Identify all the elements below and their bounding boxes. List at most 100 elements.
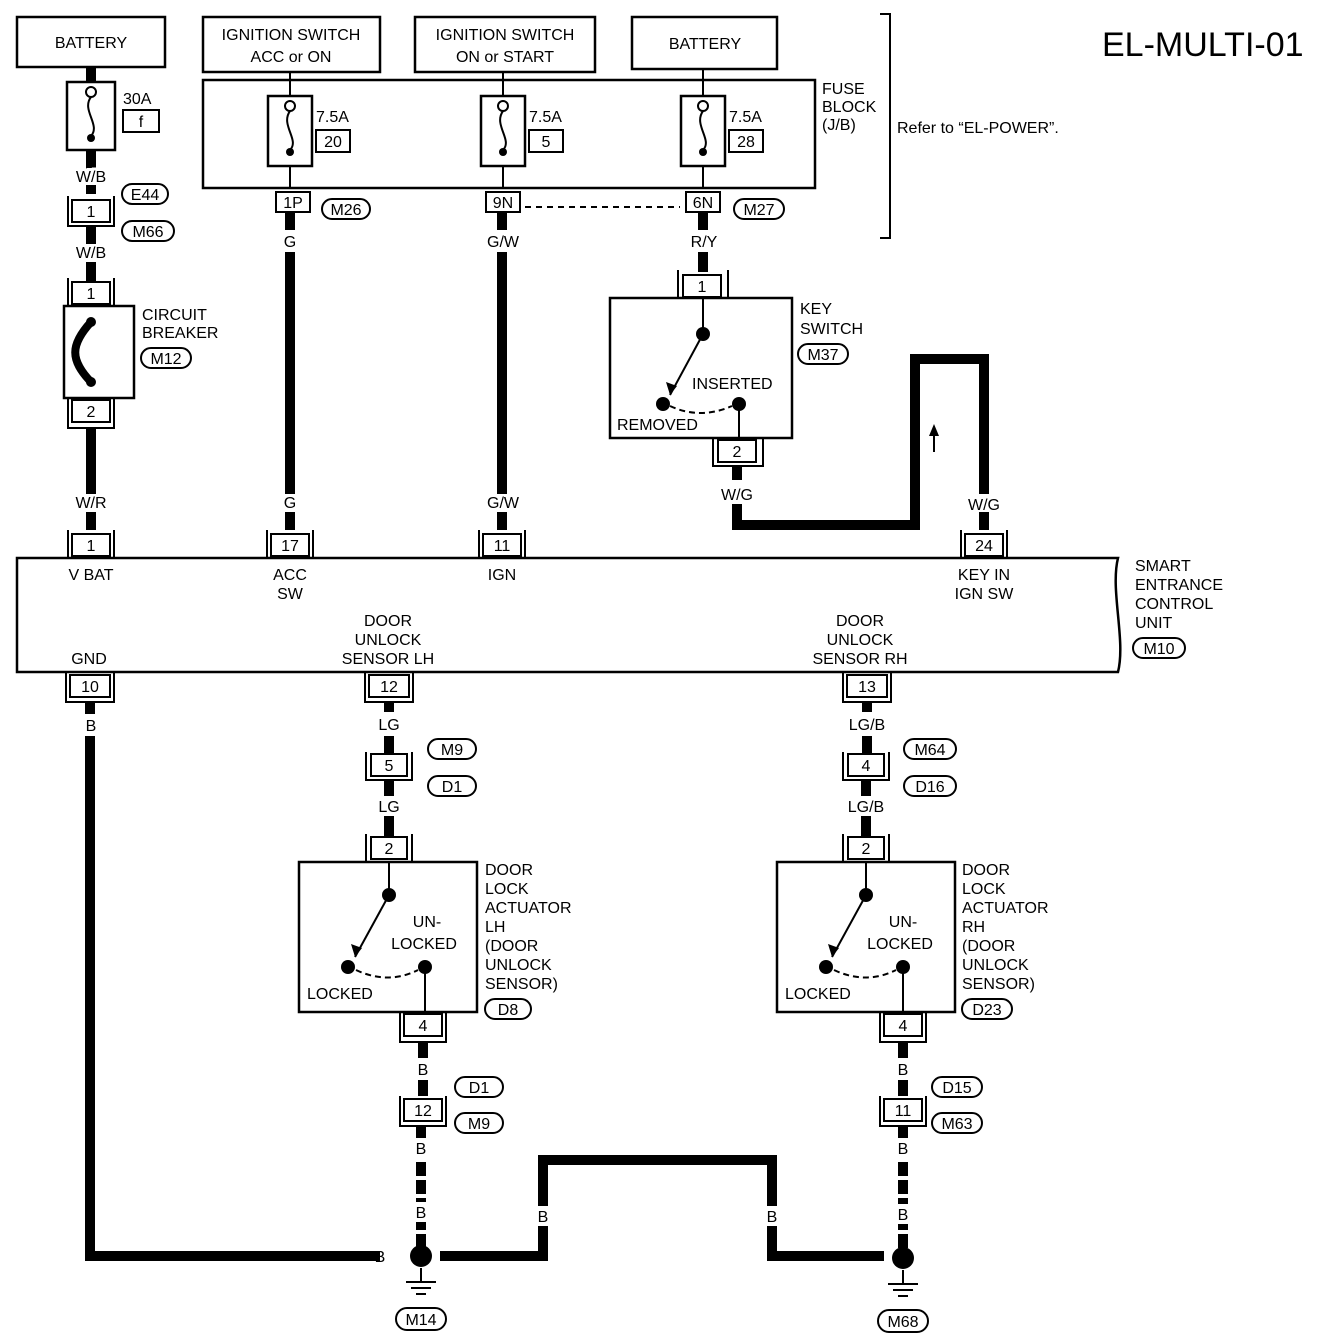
unit-dlh-2: UNLOCK xyxy=(355,632,422,649)
wire-lg-1: LG xyxy=(378,717,399,734)
ignition-on-label-2: ON or START xyxy=(456,49,554,66)
connector-m14 xyxy=(395,1307,447,1331)
fuse-28: 7.5A 28 xyxy=(679,94,764,168)
connector-m68 xyxy=(877,1309,929,1333)
junction-pin-11: 11 xyxy=(895,1103,912,1120)
connector-d1-b xyxy=(454,1076,504,1098)
unit-pin-10: 10 xyxy=(81,679,99,696)
wire-wg-1: W/G xyxy=(721,487,753,504)
battery-right-box xyxy=(630,15,779,71)
wire-b-r3: B xyxy=(898,1207,909,1224)
diagram-title: EL-MULTI-01 xyxy=(1102,26,1304,64)
fuse-block-bracket xyxy=(880,13,891,239)
ground-splice-m14 xyxy=(410,1245,432,1267)
circuit-breaker-label-2: BREAKER xyxy=(142,325,218,342)
connector-d1-label: D1 xyxy=(442,779,463,796)
actuator-rh-label-6: UNLOCK xyxy=(962,957,1029,974)
actuator-lh-label-2: LOCK xyxy=(485,881,529,898)
refer-el-power: Refer to “EL-POWER”. xyxy=(897,120,1059,137)
circuit-breaker-label-1: CIRCUIT xyxy=(142,307,207,324)
unit-pin-13: 13 xyxy=(858,679,876,696)
ignition-on-label-1: IGNITION SWITCH xyxy=(436,27,575,44)
connector-m63 xyxy=(931,1112,983,1134)
wire-b-m1: B xyxy=(375,1249,386,1266)
actuator-rh-label-5: (DOOR xyxy=(962,938,1015,955)
fuse-20: 7.5A 20 xyxy=(266,94,351,168)
connector-m27 xyxy=(733,198,785,220)
wire-gw-1: G/W xyxy=(487,234,520,251)
unit-keyin-1: KEY IN xyxy=(958,567,1010,584)
unit-name-3: CONTROL xyxy=(1135,596,1213,613)
connector-m66 xyxy=(121,220,175,242)
fuse-5-amps: 7.5A xyxy=(529,109,562,126)
actuator-lh-label-3: ACTUATOR xyxy=(485,900,572,917)
cb-pin-2: 2 xyxy=(87,404,96,421)
actuator-rh-pin-4: 4 xyxy=(899,1018,908,1035)
ignition-acc-label-2: ACC or ON xyxy=(251,49,332,66)
unit-ign: IGN xyxy=(488,567,516,584)
unit-pin-12: 12 xyxy=(380,679,398,696)
battery-left-label: BATTERY xyxy=(55,35,128,52)
actuator-rh-label-3: ACTUATOR xyxy=(962,900,1049,917)
actuator-lh-pin-4: 4 xyxy=(419,1018,428,1035)
connector-e44-m66-pin xyxy=(71,199,111,223)
key-switch-inserted: INSERTED xyxy=(692,376,773,393)
unit-drh-2: UNLOCK xyxy=(827,632,894,649)
connector-d8-label: D8 xyxy=(498,1002,519,1019)
wire-wb-1: W/B xyxy=(76,169,106,186)
wire-g-2: G xyxy=(284,495,296,512)
wire-lgb-2: LG/B xyxy=(848,799,884,816)
connector-m37 xyxy=(797,343,849,365)
wire-g-1: G xyxy=(284,234,296,251)
pin-6n-label: 6N xyxy=(693,195,713,212)
actuator-lh-locked: LOCKED xyxy=(307,986,373,1003)
ignition-acc-box xyxy=(201,15,382,74)
pin-1-e44: 1 xyxy=(87,204,96,221)
unit-pin-17: 17 xyxy=(281,538,299,555)
connector-m10 xyxy=(1132,637,1186,659)
connector-d1-b-label: D1 xyxy=(469,1080,490,1097)
actuator-rh-locked: LOCKED xyxy=(785,986,851,1003)
unit-dlh-3: SENSOR LH xyxy=(342,651,434,668)
wire-wg-2: W/G xyxy=(968,497,1000,514)
wire-ground-bridge xyxy=(440,1155,884,1261)
wire-gw-2: G/W xyxy=(487,495,520,512)
connector-d16-label: D16 xyxy=(915,779,944,796)
actuator-rh-label-4: RH xyxy=(962,919,985,936)
fuse-5: 7.5A 5 xyxy=(479,94,564,168)
wire-b-r2: B xyxy=(898,1141,909,1158)
ground-symbol-m14 xyxy=(406,1268,436,1295)
unit-acc-1: ACC xyxy=(273,567,307,584)
fuse-block-label-2: BLOCK xyxy=(822,99,877,116)
unit-gnd: GND xyxy=(71,651,107,668)
unit-dlh-1: DOOR xyxy=(364,613,412,630)
junction-pin-5: 5 xyxy=(385,758,394,775)
unit-pin-11: 11 xyxy=(494,538,511,555)
unit-name-2: ENTRANCE xyxy=(1135,577,1223,594)
pin-1p-label: 1P xyxy=(283,195,303,212)
connector-m26-label: M26 xyxy=(330,202,361,219)
unit-drh-1: DOOR xyxy=(836,613,884,630)
connector-m63-label: M63 xyxy=(941,1116,972,1133)
actuator-rh-label-7: SENSOR) xyxy=(962,976,1035,993)
fuse-20-number: 20 xyxy=(324,134,342,151)
junction-pin-4: 4 xyxy=(862,758,871,775)
key-switch-label-1: KEY xyxy=(800,301,832,318)
fuse-30a-id: f xyxy=(139,114,144,131)
wire-gnd-b xyxy=(85,702,380,1261)
ground-splice-m68 xyxy=(892,1247,914,1269)
connector-m10-label: M10 xyxy=(1143,641,1174,658)
key-switch xyxy=(608,296,794,440)
connector-e44 xyxy=(121,183,169,205)
connector-m37-label: M37 xyxy=(807,347,838,364)
fuse-block-label-1: FUSE xyxy=(822,81,865,98)
wire-lgb-1: LG/B xyxy=(849,717,885,734)
unit-pin-24: 24 xyxy=(975,538,993,555)
wire-b-m2: B xyxy=(538,1209,549,1226)
connector-d16 xyxy=(903,775,957,797)
fuse-28-number: 28 xyxy=(737,134,755,151)
actuator-rh-label-1: DOOR xyxy=(962,862,1010,879)
wire-b-l1: B xyxy=(418,1062,429,1079)
actuator-rh-pin-2: 2 xyxy=(862,841,871,858)
fuse-block-label-3: (J/B) xyxy=(822,117,856,134)
